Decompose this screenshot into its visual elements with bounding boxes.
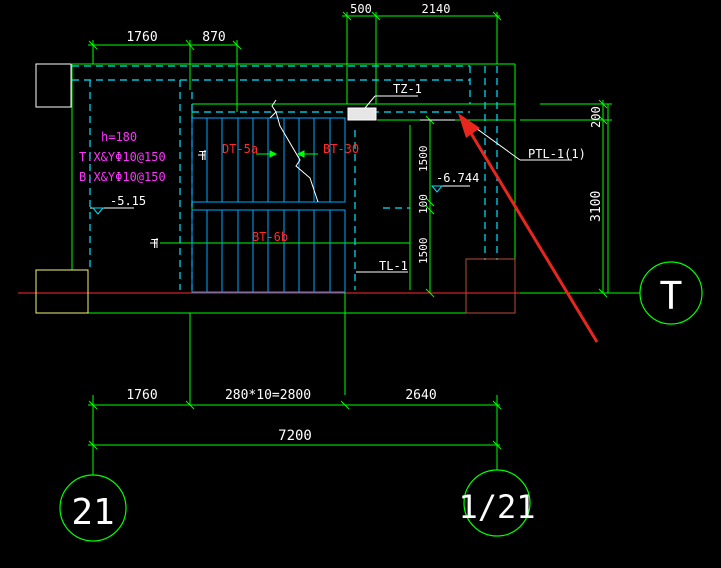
- dim-top-500: 500: [350, 2, 372, 16]
- dim-total-7200: 7200: [278, 428, 312, 444]
- axis-bubble-21: 21: [59, 474, 127, 542]
- stair-arrows: [256, 150, 318, 244]
- axis-label-1-21: 1/21: [458, 488, 535, 526]
- axis-bubble-T: T: [639, 261, 703, 325]
- slab-top-rebar: T:X&YΦ10@150: [79, 150, 166, 164]
- dim-top-870: 870: [202, 30, 225, 45]
- dim-mid-100: 100: [417, 194, 430, 214]
- level-markers: [91, 185, 444, 215]
- dim-right-3100: 3100: [589, 191, 604, 222]
- dim-right-200: 200: [589, 106, 603, 128]
- label-TZ-1: TZ-1: [393, 82, 422, 96]
- section-mark-lower: T: [151, 237, 158, 251]
- dim-bottom-2800: 280*10=2800: [225, 388, 311, 403]
- label-BT-6b: BT-6b: [252, 230, 288, 244]
- slab-note: h=180 T:X&YΦ10@150 B:X&YΦ10@150: [79, 130, 166, 184]
- label-PTL-1: PTL-1(1): [528, 147, 586, 161]
- dim-bottom-2640: 2640: [405, 388, 436, 403]
- break-line: [269, 99, 319, 203]
- slab-thickness: h=180: [101, 130, 137, 144]
- label-BT-30: BT-30: [323, 142, 359, 156]
- dim-mid-1500-lower: 1500: [417, 238, 430, 265]
- leader-lines: [90, 95, 572, 273]
- label-TL-1: TL-1: [379, 259, 408, 273]
- red-arrow: [458, 113, 599, 343]
- slab-bottom-rebar: B:X&YΦ10@150: [79, 170, 166, 184]
- level-left: -5.15: [110, 194, 146, 208]
- section-mark-upper: T: [199, 149, 206, 163]
- axis-label-21: 21: [71, 492, 114, 533]
- label-DT-5a: DT-5a: [222, 142, 258, 156]
- dim-top-2140: 2140: [422, 2, 451, 16]
- axis-lines: [18, 292, 640, 475]
- dimension-texts: 1760 870 500 2140 1760 280*10=2800 2640 …: [126, 2, 604, 444]
- stair-treads: [191, 117, 346, 293]
- axis-bubble-1-21: 1/21: [458, 469, 536, 537]
- dimension-lines: [88, 11, 608, 450]
- wall-lines: [71, 12, 612, 405]
- level-mid: -6.744: [436, 171, 479, 185]
- dim-mid-1500-upper: 1500: [417, 146, 430, 173]
- dim-bottom-1760: 1760: [126, 388, 157, 403]
- columns: [35, 63, 516, 314]
- level-texts: -5.15 -6.744: [110, 171, 479, 208]
- member-labels: TZ-1 PTL-1(1) DT-5a BT-30 BT-6b TL-1 T T: [151, 82, 586, 273]
- dim-top-1760: 1760: [126, 30, 157, 45]
- axis-label-T: T: [660, 274, 683, 318]
